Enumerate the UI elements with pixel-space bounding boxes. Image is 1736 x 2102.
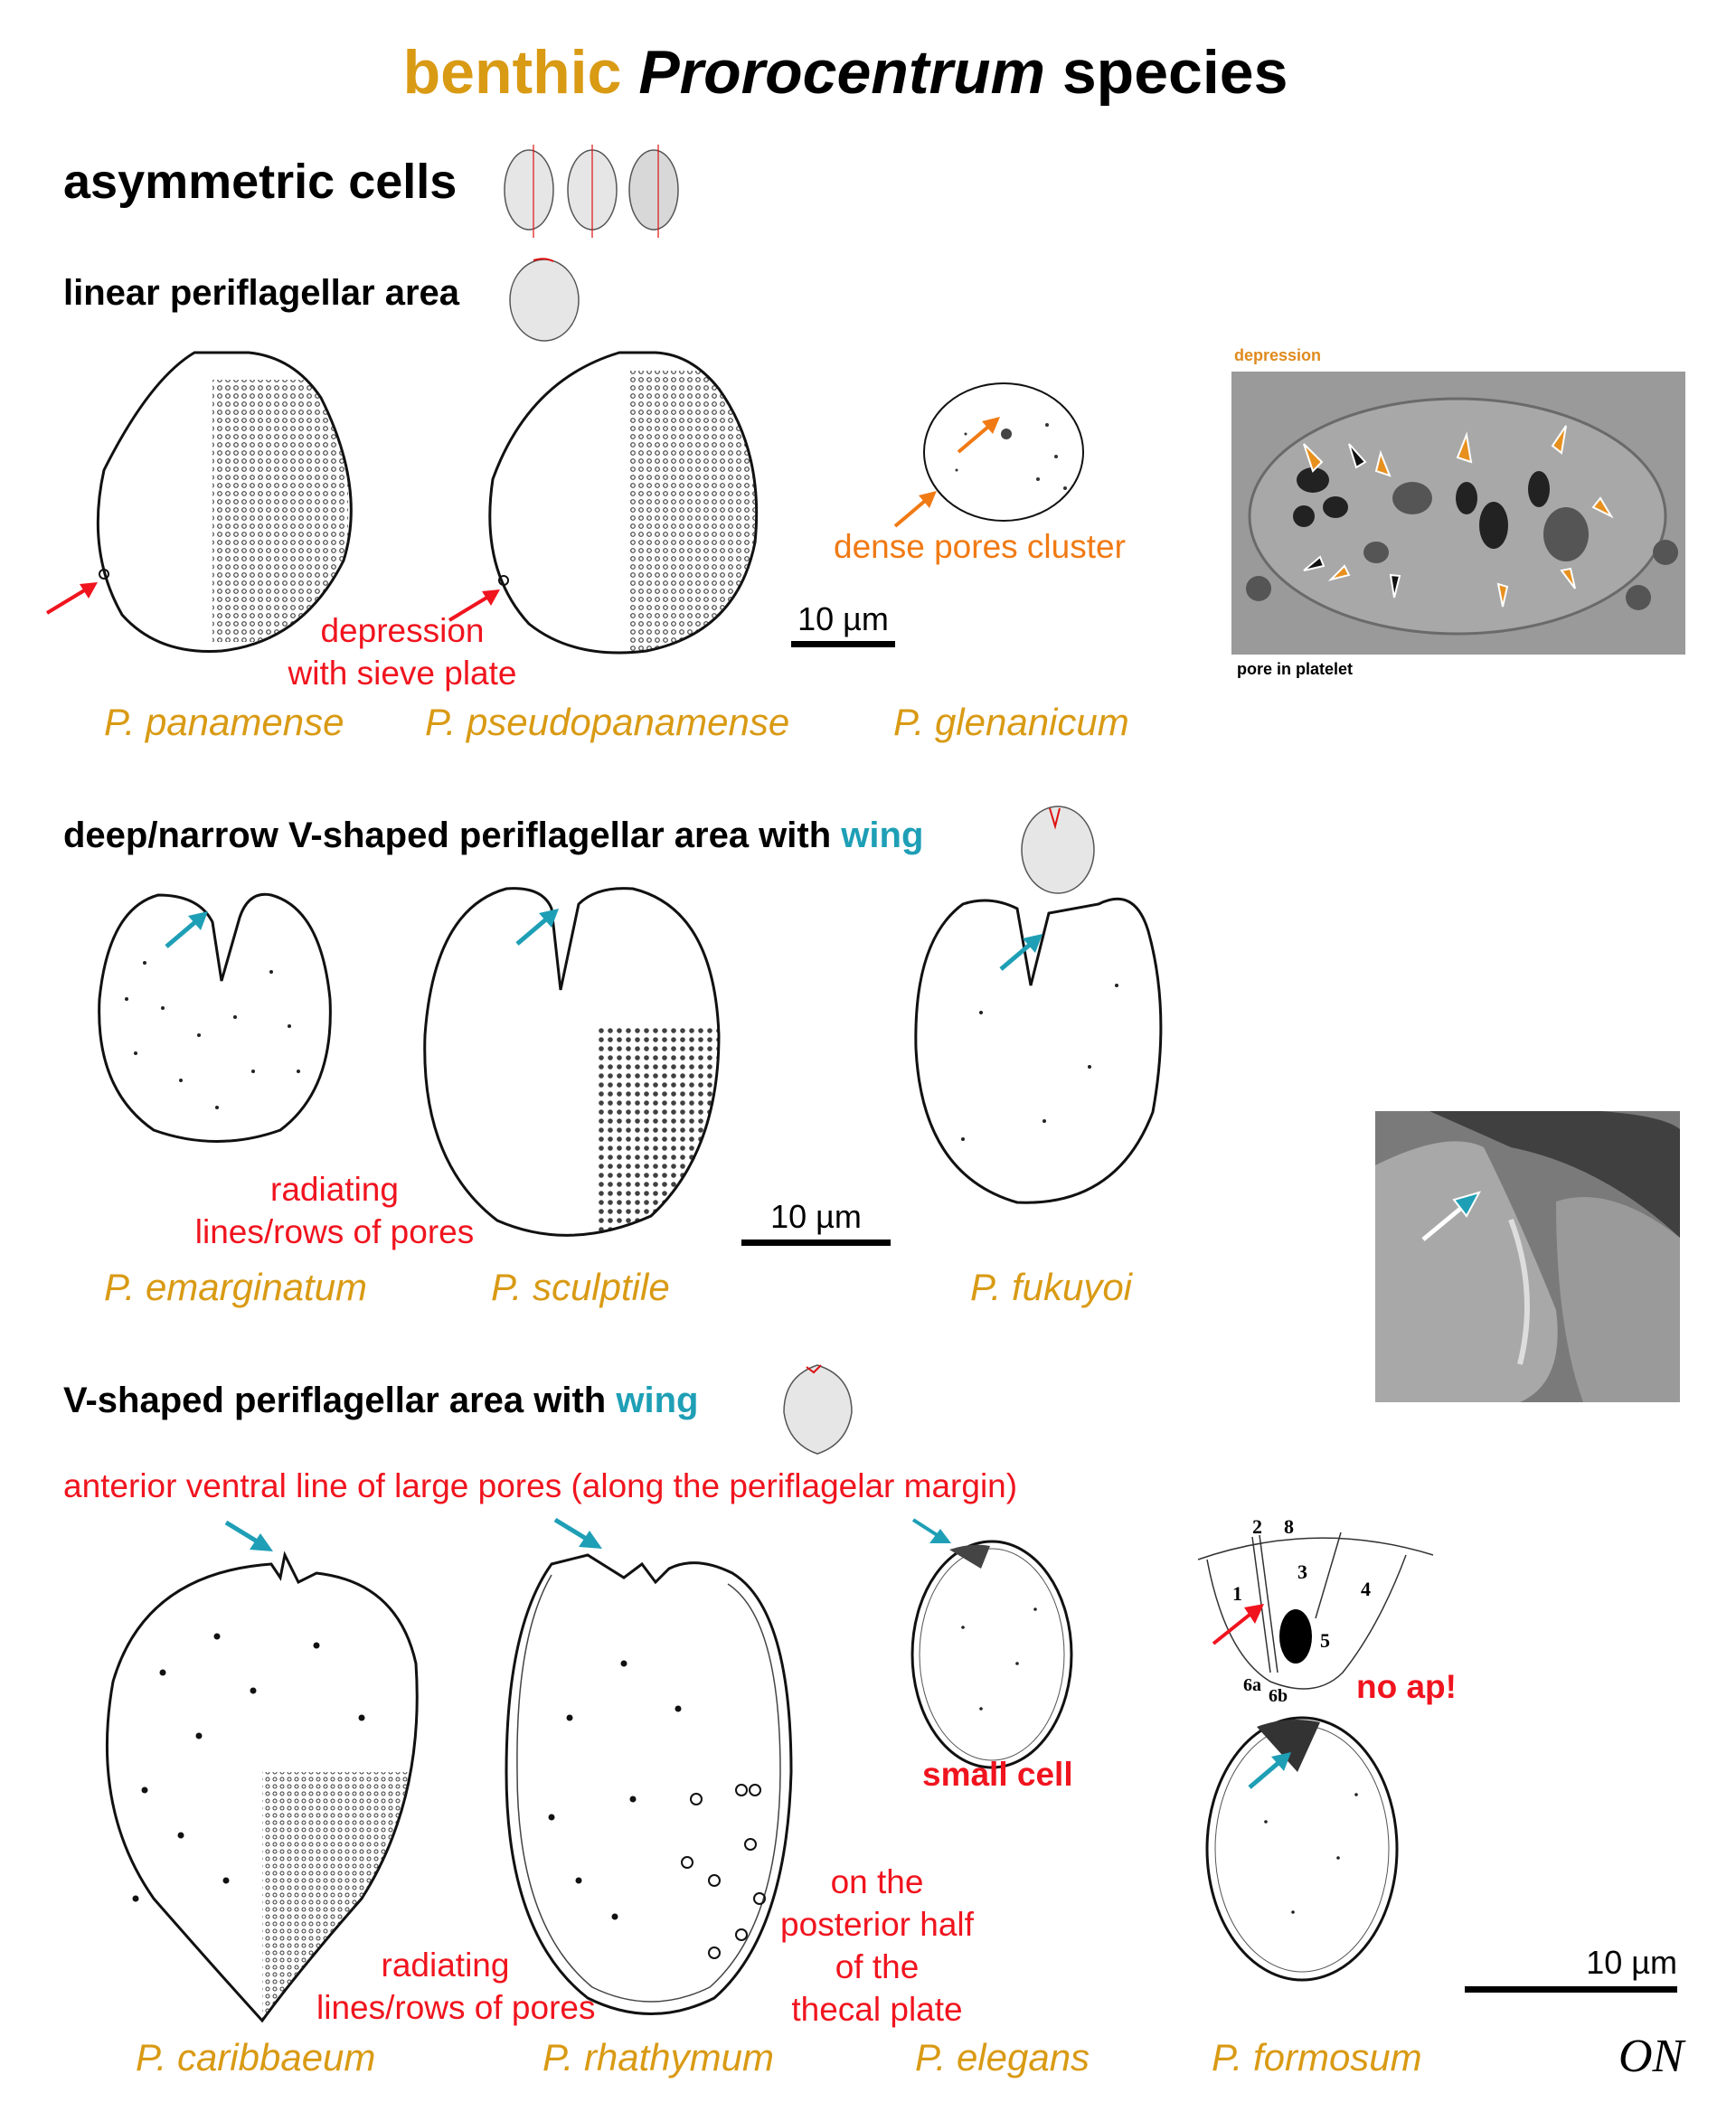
species-name: P. glenanicum [893,701,1129,743]
v-shaped-cell-icon [783,1364,853,1455]
title-species: species [1061,38,1288,107]
scale-label: 10 µm [797,600,889,637]
annotation-line: depression [320,612,485,649]
cell-drawing-rhathymum [505,1553,793,2015]
red-arrow-icon [448,589,500,622]
annotation-radiating-lines: radiating lines/rows of pores [172,1168,497,1253]
annotation-line: lines/rows of pores [316,1989,596,2026]
plate-label: 8 [1284,1515,1294,1538]
heading-wing: wing [841,815,924,855]
page-title: benthic Prorocentrum species [0,36,1691,108]
plate-label: 6b [1269,1686,1288,1706]
asymmetric-cell-icons [504,145,679,238]
cell-drawing-sculptile [423,887,721,1237]
red-arrow-icon [45,582,98,615]
sem-label-depression: depression [1234,346,1322,364]
heading-text: deep/narrow V-shaped periflagellar area … [63,815,832,855]
annotation-radiating-lines-2: radiating lines/rows of pores [316,1944,596,2029]
orange-arrow-icon [957,417,1000,454]
linear-cell-icon [509,258,580,342]
species-name: P. rhathymum [542,2036,774,2078]
plate-diagram-formosum: 1 2 8 3 4 5 6a 6b [1197,1515,1434,1706]
annotation-anterior-ventral-line: anterior ventral line of large pores (al… [63,1467,1018,1504]
species-name: P. fukuyoi [970,1266,1133,1308]
teal-wing-arrow-icon [1248,1752,1291,1789]
heading-wing: wing [616,1381,699,1420]
annotation-line: thecal plate [791,1991,963,2028]
scale-bar [791,641,895,647]
species-name: P. elegans [915,2036,1090,2078]
scale-bar [1465,1986,1677,1993]
scale-label: 10 µm [770,1198,862,1235]
cell-drawing-emarginatum [98,892,332,1143]
cell-drawing-formosum [1205,1716,1399,1982]
cell-drawing-pseudopanamense [488,351,759,655]
species-name: P. caribbaeum [136,2036,376,2078]
species-name: P. formosum [1212,2036,1422,2078]
teal-wing-arrow-icon [165,911,208,948]
species-name: P. sculptile [491,1266,670,1308]
heading-deep-narrow-v-shaped: deep/narrow V-shaped periflagellar area … [63,815,923,856]
v-shaped-cell-icon [1021,806,1095,894]
annotation-dense-pores-cluster: dense pores cluster [834,528,1126,565]
plate-label: 2 [1252,1515,1262,1538]
species-name: P. emarginatum [104,1266,368,1308]
annotation-line: of the [835,1948,920,1985]
orange-arrow-icon [893,491,937,528]
annotation-no-ap: no ap! [1356,1668,1457,1705]
teal-wing-arrow-icon [224,1520,273,1551]
red-arrow-icon [1212,1604,1264,1645]
annotation-line: radiating [270,1171,399,1208]
sem-label-pore-in-platelet: pore in platelet [1237,660,1354,678]
cell-drawing-elegans [910,1540,1073,1769]
heading-v-shaped: V-shaped periflagellar area with wing [63,1381,698,1421]
plate-label: 3 [1297,1560,1307,1583]
plate-label: 6a [1243,1675,1261,1695]
annotation-line: lines/rows of pores [194,1213,475,1250]
teal-wing-arrow-icon [911,1518,951,1543]
annotation-line: posterior half [780,1906,974,1943]
annotation-line: with sieve plate [288,655,517,692]
plate-label: 5 [1320,1629,1330,1652]
teal-wing-arrow-icon [999,934,1043,971]
heading-text: V-shaped periflagellar area with [63,1381,607,1420]
author-signature: ON [1618,2031,1684,2082]
annotation-depression: depression with sieve plate [267,609,538,694]
cell-drawing-caribbaeum [105,1551,419,2023]
sem-image-wing [1375,1111,1680,1402]
cell-drawing-glenanicum [923,382,1084,522]
teal-wing-arrow-icon [553,1517,602,1549]
title-genus: Prorocentrum [638,38,1045,107]
annotation-small-cell: small cell [922,1756,1073,1793]
heading-linear-periflagellar: linear periflagellar area [63,273,460,313]
cell-drawing-panamense [96,351,353,653]
annotation-posterior-half: on the posterior half of the thecal plat… [764,1861,990,2031]
species-name: P. pseudopanamense [425,701,790,743]
plate-label: 1 [1232,1582,1242,1605]
cell-drawing-fukuyoi [914,897,1163,1204]
annotation-line: radiating [381,1946,510,1984]
title-benthic: benthic [402,38,622,107]
teal-white-arrow-icon [1421,1191,1482,1241]
annotation-line: on the [830,1863,924,1900]
teal-wing-arrow-icon [515,909,559,946]
scale-bar [741,1240,891,1246]
sem-image-depression [1231,372,1685,655]
plate-label: 4 [1361,1578,1371,1600]
scale-label: 10 µm [1586,1944,1677,1981]
heading-asymmetric-cells: asymmetric cells [63,155,458,209]
species-name: P. panamense [104,701,344,743]
